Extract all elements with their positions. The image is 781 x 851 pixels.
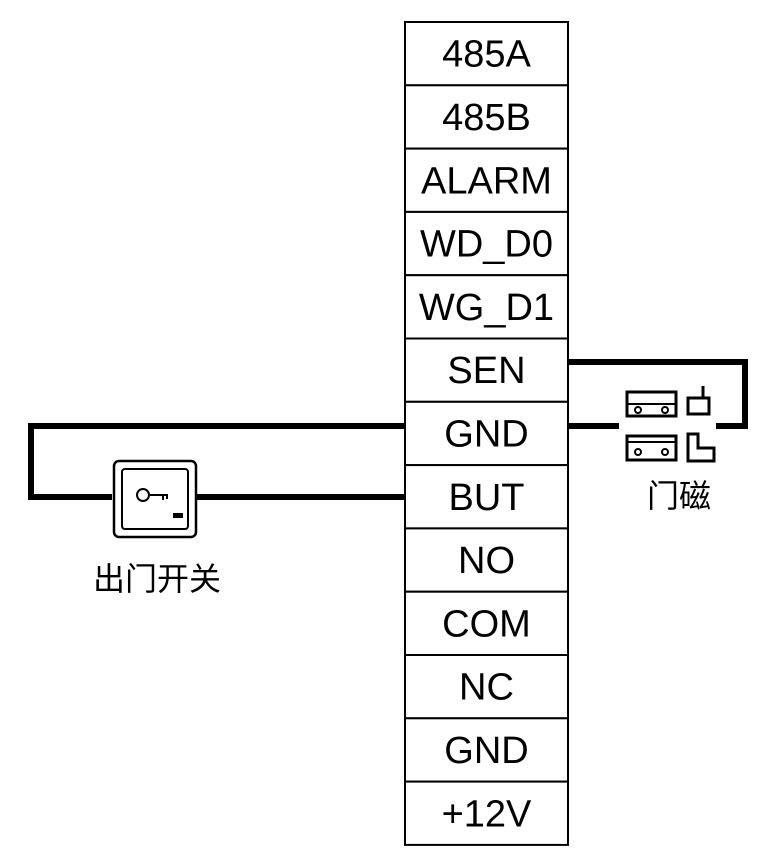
terminal-12v: +12V: [404, 780, 569, 846]
exit-button: [112, 459, 198, 539]
magnetic-contact-icon: [625, 386, 716, 463]
exit-button-label: 出门开关: [93, 560, 221, 598]
terminal-label: 485B: [442, 97, 531, 139]
terminal-wg-d1: WG_D1: [404, 274, 569, 340]
wire-gnd-to-exit-button: [28, 423, 405, 500]
terminal-label: +12V: [442, 793, 532, 835]
terminal-but: BUT: [404, 464, 569, 530]
terminal-label: GND: [444, 730, 528, 772]
exit-button-face: [121, 468, 189, 530]
terminal-cell: [404, 21, 569, 87]
terminal-label: NO: [458, 540, 515, 582]
terminal-485a: 485A: [404, 21, 569, 87]
terminal-cell: [404, 210, 569, 277]
terminal-cell: [404, 590, 569, 657]
terminal-label: 485A: [442, 34, 531, 76]
terminal-gnd-11: GND: [404, 717, 569, 783]
terminal-485b: 485B: [404, 84, 569, 150]
terminal-gnd-6: GND: [404, 400, 569, 467]
door-sensor-label: 门磁: [647, 477, 711, 515]
terminal-label: WG_D1: [419, 287, 554, 329]
terminal-label: GND: [444, 413, 528, 455]
terminal-label: COM: [442, 603, 531, 645]
exit-button-mark: [173, 513, 183, 518]
terminal-cell: [404, 654, 569, 720]
terminal-cell: [404, 337, 569, 403]
terminal-label: SEN: [447, 350, 525, 392]
wire-sen-to-door-sensor: [568, 359, 748, 429]
terminal-com: COM: [404, 590, 569, 657]
terminal-label: WD_D0: [420, 224, 553, 266]
terminal-label: ALARM: [421, 160, 552, 202]
terminal-alarm: ALARM: [404, 147, 569, 213]
exit-button-wiring: [28, 423, 405, 500]
key-icon: [136, 488, 168, 502]
terminal-label: NC: [459, 667, 514, 709]
door-sensor-wiring: [568, 359, 748, 429]
terminal-cell: [404, 717, 569, 783]
terminal-cell: [404, 780, 569, 846]
terminal-nc: NC: [404, 654, 569, 720]
terminal-cell: [404, 84, 569, 150]
terminal-sen: SEN: [404, 337, 569, 403]
terminal-no: NO: [404, 527, 569, 593]
terminal-label: BUT: [449, 477, 525, 519]
terminal-wd-d0: WD_D0: [404, 210, 569, 277]
